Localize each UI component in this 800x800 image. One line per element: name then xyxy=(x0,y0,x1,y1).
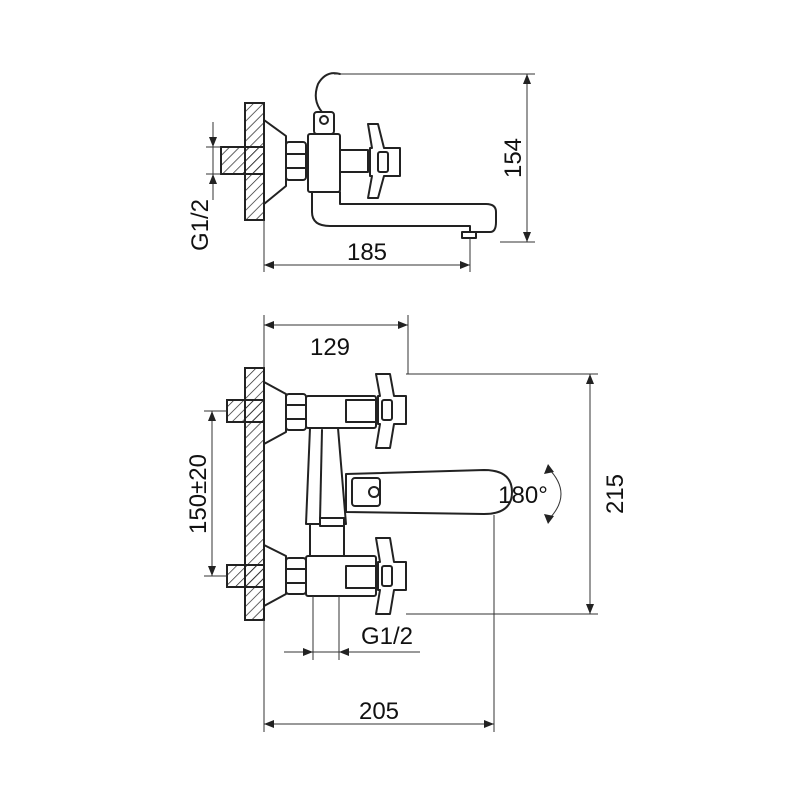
front-dim-height-label: 215 xyxy=(602,474,629,514)
rotation-arc xyxy=(547,467,562,521)
front-column-cap xyxy=(319,517,345,527)
front-lever-handle xyxy=(345,469,513,515)
top-hook xyxy=(314,72,341,113)
front-column xyxy=(305,427,347,525)
top-dim-height-label: 154 xyxy=(500,138,527,178)
front-dim-center-label: 150±20 xyxy=(185,454,212,534)
rotation-label: 180° xyxy=(498,482,548,509)
top-body xyxy=(307,133,341,193)
front-view: 129 215 150±20 G1/2 205 180° xyxy=(185,315,629,732)
top-valve-stem xyxy=(339,149,369,173)
front-upper-inlet xyxy=(226,399,265,423)
top-dim-width-label: 185 xyxy=(347,239,387,266)
front-upper-stem xyxy=(345,399,377,423)
front-lower-stem xyxy=(345,565,377,589)
front-dim-top-width-label: 129 xyxy=(310,334,350,361)
front-lower-flange xyxy=(263,544,287,607)
front-wall-section xyxy=(244,367,265,621)
front-lower-inlet xyxy=(226,564,265,588)
front-lower-nut xyxy=(285,557,307,595)
top-nut xyxy=(285,141,307,181)
front-upper-nut xyxy=(285,393,307,431)
top-inlet-pipe xyxy=(220,146,265,175)
front-thread-label: G1/2 xyxy=(361,623,413,650)
top-view: 154 185 G1/2 xyxy=(187,72,535,272)
top-flange xyxy=(263,119,287,205)
front-upper-flange xyxy=(263,381,287,445)
top-spout-aerator xyxy=(461,231,477,239)
top-spout xyxy=(311,191,497,233)
top-thread-label: G1/2 xyxy=(187,199,214,251)
front-dim-width-label: 205 xyxy=(359,698,399,725)
